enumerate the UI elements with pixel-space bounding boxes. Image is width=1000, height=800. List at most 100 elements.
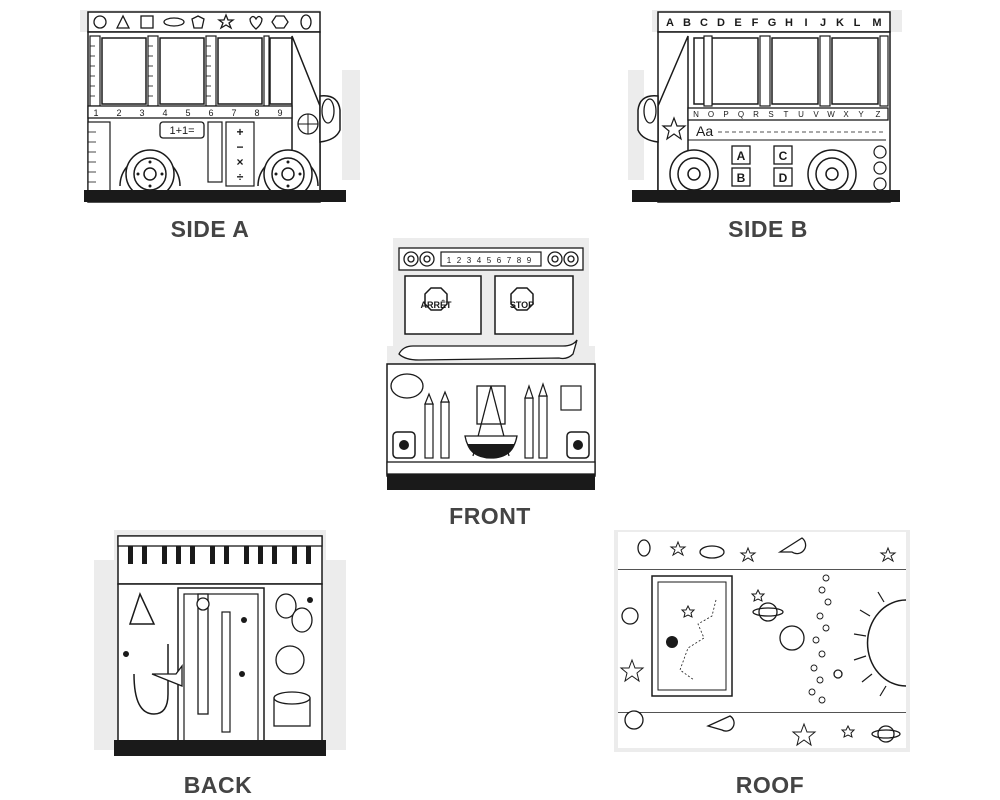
side-b-windows: [693, 37, 879, 105]
block-letter: D: [779, 171, 788, 185]
side-a-windows: [101, 37, 293, 105]
ruler-number: 5: [185, 108, 190, 118]
letter: F: [752, 17, 759, 29]
roof-illustration: [614, 530, 910, 752]
back-panel: [94, 524, 346, 762]
music-note-icons: [123, 597, 313, 677]
letter: G: [768, 17, 777, 29]
stop-sign-icon: [510, 287, 534, 311]
aa-writing: Aa: [696, 123, 713, 139]
block-letter: C: [779, 149, 788, 163]
ruler-number: 7: [507, 256, 512, 265]
ruler-number: 8: [254, 108, 259, 118]
front-label: FRONT: [449, 503, 531, 529]
letter: W: [827, 110, 835, 119]
planet-icon: [758, 602, 778, 622]
side-a-wheels: [119, 149, 319, 199]
svg-text:×: ×: [236, 155, 243, 169]
side-b-illustration: A B C D E F G H I J K L M N O P Q R S T: [628, 10, 902, 203]
letter: P: [723, 110, 728, 119]
letter: B: [683, 17, 691, 29]
letter: N: [693, 110, 699, 119]
letter: M: [872, 17, 881, 29]
front-panel: 1 2 3 4 5 6 7 8 9 ARRÊT STOP: [385, 236, 597, 492]
asteroid-belt: [808, 574, 832, 704]
ruler-number: 1: [93, 108, 98, 118]
block-letter: A: [737, 149, 746, 163]
ruler-number: 5: [487, 256, 492, 265]
ruler-number: 9: [527, 256, 532, 265]
svg-text:÷: ÷: [237, 170, 244, 184]
back-door: [177, 587, 265, 753]
planet-icon: [779, 625, 805, 651]
letter: J: [820, 17, 826, 29]
side-b-label: SIDE B: [728, 216, 808, 242]
letter: O: [708, 110, 714, 119]
ruler-number: 6: [208, 108, 213, 118]
triangle-icon: [128, 591, 156, 625]
svg-text:−: −: [236, 140, 243, 154]
letter: X: [843, 110, 849, 119]
drum-icon: [273, 691, 311, 727]
recorder-icon: [221, 611, 231, 733]
rocket-icon: [624, 710, 644, 730]
letter: K: [836, 17, 844, 29]
ruler-number: 9: [277, 108, 282, 118]
letter: U: [798, 110, 804, 119]
letter: C: [700, 17, 708, 29]
side-a-panel: 1 2 3 4 5 6 7 8 9 1+1= +−×÷: [80, 6, 365, 206]
ruler-number: 3: [139, 108, 144, 118]
letter: H: [785, 17, 793, 29]
comet-icon: [706, 715, 735, 732]
letter: D: [717, 17, 725, 29]
ruler-number: 4: [477, 256, 482, 265]
roof-panel: [608, 520, 912, 758]
letter: I: [804, 17, 807, 29]
black-hole-icon: [666, 636, 678, 648]
alphabet-strip: N O P Q R S T U V W X Y Z: [693, 110, 880, 119]
letter: R: [753, 110, 759, 119]
ruler-number: 3: [467, 256, 472, 265]
math-sign: 1+1=: [169, 125, 194, 137]
svg-text:+: +: [236, 125, 243, 139]
paintbrush-icon: [398, 339, 578, 361]
letter: E: [734, 17, 741, 29]
letter: S: [768, 110, 773, 119]
sign-left-text: ARRÊT: [421, 299, 453, 310]
roof-label: ROOF: [735, 772, 805, 798]
side-a-illustration: 1 2 3 4 5 6 7 8 9 1+1= +−×÷: [80, 10, 360, 203]
block-letter: B: [737, 171, 746, 185]
constellation-panel: [651, 575, 733, 697]
stop-sign-icon: [424, 287, 448, 311]
easel-icon: [472, 385, 510, 457]
letter: L: [854, 17, 861, 29]
smiley-icons: [873, 145, 887, 191]
side-a-label: SIDE A: [170, 216, 250, 242]
trumpet-icon: [151, 664, 183, 687]
back-label: BACK: [183, 772, 253, 798]
letter: Z: [876, 110, 881, 119]
star-icon: [661, 116, 687, 141]
letter: Y: [858, 110, 864, 119]
letter: Q: [738, 110, 744, 119]
ruler-number: 2: [116, 108, 121, 118]
sign-right-text: STOP: [510, 300, 534, 310]
guitar-icon: [196, 593, 210, 715]
side-b-wheels: [669, 149, 857, 199]
ruler-number: 7: [231, 108, 236, 118]
sun-icon: [866, 599, 907, 687]
abc-blocks: [731, 145, 793, 187]
maracas-icon: [275, 593, 313, 633]
planet-icon: [621, 607, 639, 625]
saturn-icon: [877, 725, 895, 743]
ruler-number: 2: [457, 256, 462, 265]
alphabet-top: A B C D E F G H I J K L M: [666, 17, 882, 29]
star-icons: [619, 540, 897, 747]
saxophone-icon: [133, 644, 169, 715]
tambourine-icon: [275, 645, 305, 675]
front-ruler-numbers: 1 2 3 4 5 6 7 8 9: [447, 256, 532, 265]
side-a-ruler-numbers: 1 2 3 4 5 6 7 8 9: [93, 108, 282, 118]
letter: T: [784, 110, 789, 119]
back-illustration: [94, 530, 346, 756]
comet-icon: [777, 537, 807, 555]
